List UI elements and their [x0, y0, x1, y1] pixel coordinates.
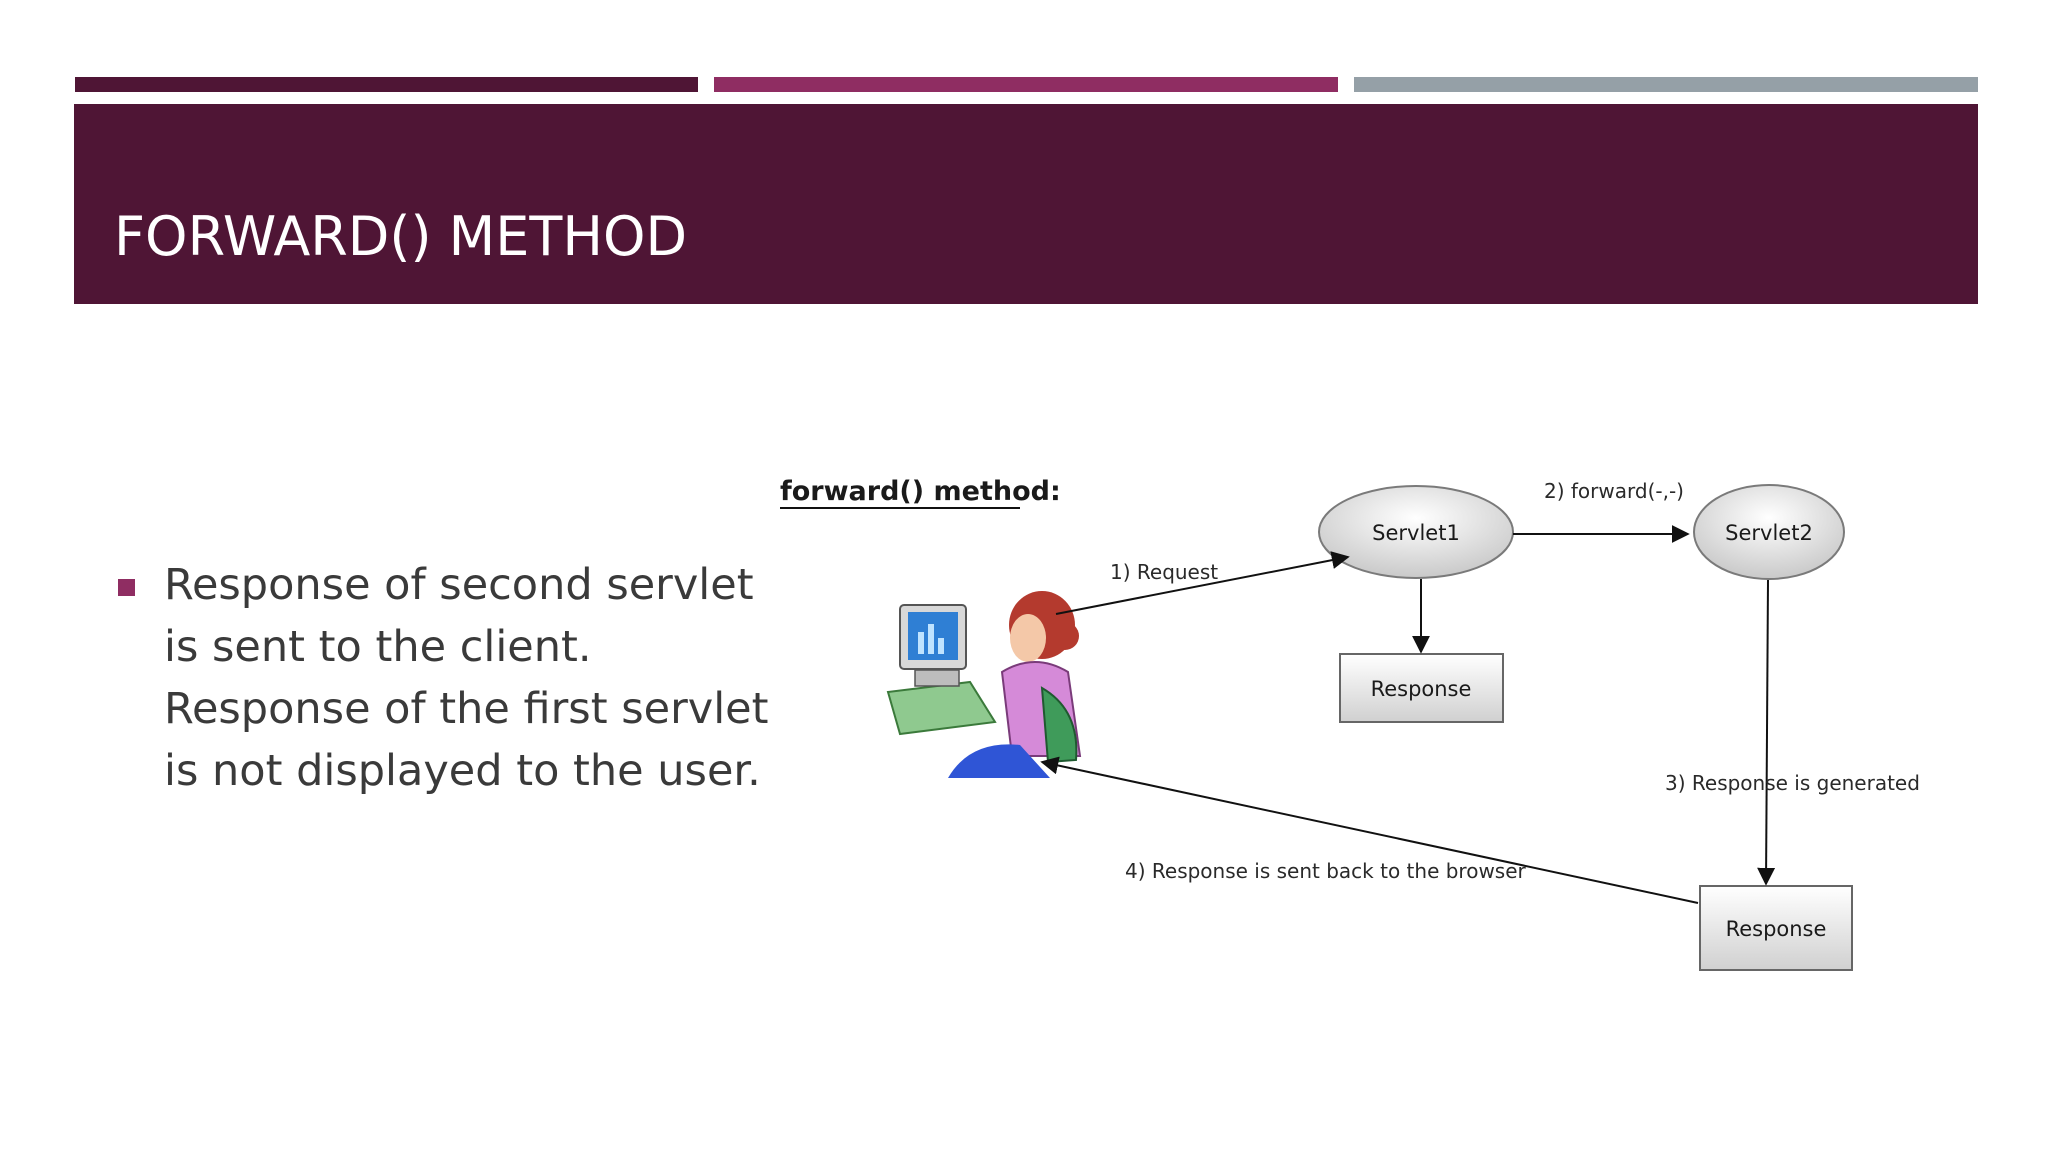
- bullet-square-icon: [118, 579, 135, 596]
- servlet2-label: Servlet2: [1725, 521, 1813, 545]
- request-arrow: [1055, 551, 1350, 615]
- response2-label: Response: [1726, 917, 1827, 941]
- diagram-title: forward() method:: [780, 476, 1061, 507]
- accent-bar-gray: [1354, 77, 1978, 92]
- sent-back-arrow: [1040, 756, 1699, 904]
- bullet-text: Response of second servlet is sent to th…: [164, 554, 804, 802]
- request-label: 1) Request: [1110, 560, 1218, 584]
- slide-title: FORWARD() METHOD: [114, 205, 688, 268]
- response-generated-label: 3) Response is generated: [1665, 771, 1920, 795]
- accent-bar-dark: [75, 77, 698, 92]
- user-at-computer-icon: [886, 591, 1082, 778]
- bullet-line: is not displayed to the user.: [164, 746, 761, 796]
- servlet2-node: Servlet2: [1693, 484, 1845, 580]
- forward-label: 2) forward(-,-): [1544, 479, 1684, 503]
- response-generated-arrow: [1757, 579, 1776, 886]
- accent-bar-magenta: [714, 77, 1338, 92]
- response-box-servlet2: Response: [1699, 885, 1853, 971]
- servlet1-label: Servlet1: [1372, 521, 1460, 545]
- sent-back-label: 4) Response is sent back to the browser: [1125, 859, 1527, 883]
- servlet1-node: Servlet1: [1318, 485, 1514, 579]
- response-box-servlet1: Response: [1339, 653, 1504, 723]
- forward-method-diagram: forward() method: Servlet1 Servlet2 Resp…: [780, 476, 1920, 971]
- bullet-line: Response of second servlet: [164, 560, 754, 610]
- response1-label: Response: [1371, 677, 1472, 701]
- title-band: FORWARD() METHOD: [74, 104, 1978, 304]
- bullet-line: is sent to the client.: [164, 622, 592, 672]
- bullet-line: Response of the first servlet: [164, 684, 769, 734]
